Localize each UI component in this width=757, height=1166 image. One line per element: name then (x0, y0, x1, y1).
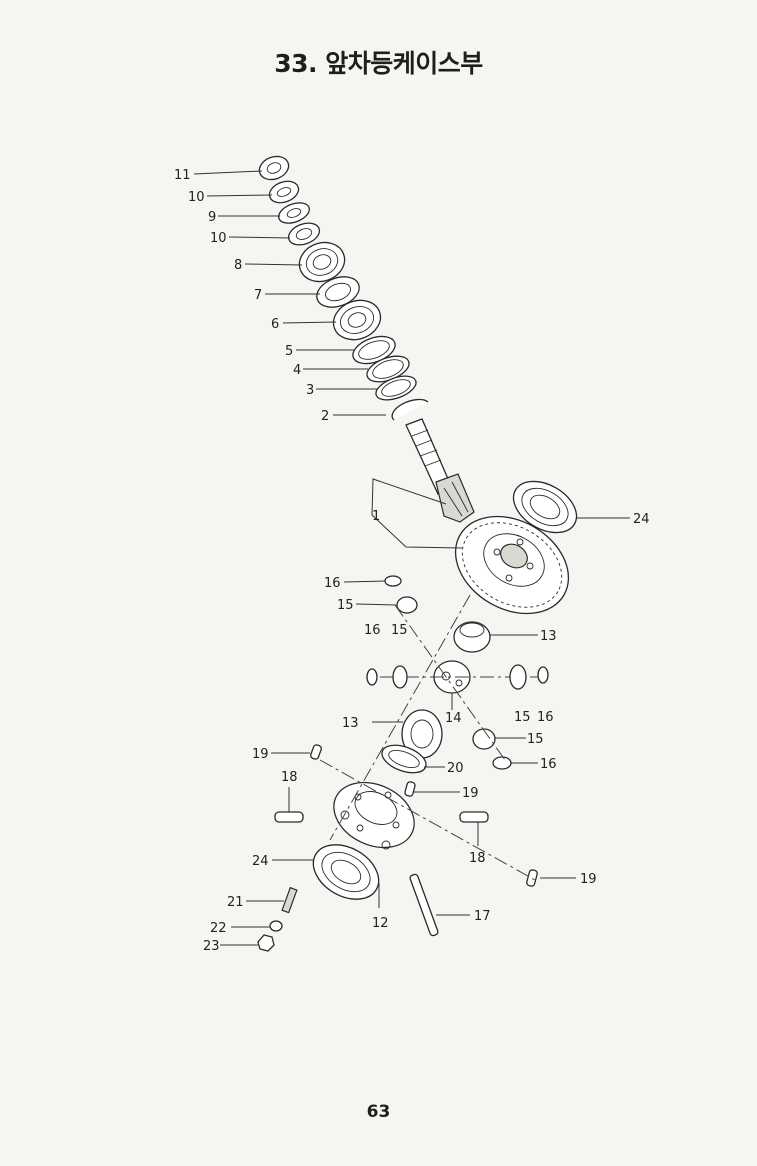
nut-23 (257, 934, 275, 952)
callout-22: 22 (210, 921, 227, 936)
callout-8: 8 (234, 258, 242, 273)
callout-6: 6 (271, 317, 279, 332)
callout-15: 15 (527, 732, 544, 747)
pin-19-lower (526, 869, 538, 887)
bearing-6 (332, 299, 382, 341)
callout-13: 13 (540, 629, 557, 644)
callout-17: 17 (474, 909, 491, 924)
callout-19: 19 (462, 786, 479, 801)
leader-lines (193, 170, 630, 946)
callout-14: 14 (445, 711, 462, 726)
callout-20: 20 (447, 761, 464, 776)
pin-18-right (459, 811, 489, 823)
page-title: 33. 앞차등케이스부 (274, 49, 483, 78)
callout-labels: 11 10 9 10 8 7 6 5 4 3 2 1 24 16 15 16 1… (174, 168, 650, 954)
pin-19-mid (404, 781, 416, 797)
callout-11: 11 (174, 168, 191, 183)
side-gear-13-upper (453, 621, 491, 653)
pin-18-left (274, 811, 304, 823)
washer-10a (268, 180, 300, 204)
page-number: 63 (366, 1102, 391, 1122)
callout-16: 16 (540, 757, 557, 772)
callout-18: 18 (281, 770, 298, 785)
collar-7 (316, 276, 360, 308)
long-pin-17 (409, 873, 439, 937)
callout-24: 24 (252, 854, 269, 869)
callout-21: 21 (227, 895, 244, 910)
bearing-24-lower (312, 844, 380, 900)
thrust-washer-16a (384, 575, 402, 587)
washer-22 (269, 920, 283, 932)
pinion-gear-15d (472, 728, 496, 750)
pin-19-upper (310, 744, 322, 760)
callout-12: 12 (372, 916, 389, 931)
callout-24: 24 (633, 512, 650, 527)
axis-line-b (319, 759, 536, 881)
snap-ring-2 (391, 398, 429, 421)
callout-18: 18 (469, 851, 486, 866)
callout-16: 16 (537, 710, 554, 725)
pinion-gear-15b (392, 665, 408, 689)
thrust-washer-20 (381, 744, 427, 774)
callout-5: 5 (285, 344, 293, 359)
thrust-washer-16c (537, 666, 549, 684)
axis-line-a (329, 594, 471, 841)
pinion-shaft-1 (405, 418, 475, 523)
nut-11 (258, 155, 290, 181)
callout-9: 9 (208, 210, 216, 225)
callout-16: 16 (324, 576, 341, 591)
ring-gear (454, 515, 570, 615)
callout-15: 15 (514, 710, 531, 725)
callout-4: 4 (293, 363, 301, 378)
callout-19: 19 (252, 747, 269, 762)
callout-1: 1 (372, 509, 380, 524)
pinion-gear-15a (396, 596, 418, 614)
washer-10b (287, 222, 321, 246)
callout-3: 3 (306, 383, 314, 398)
callout-16: 16 (364, 623, 381, 638)
bearing-8 (298, 241, 346, 283)
callout-10: 10 (210, 231, 227, 246)
callout-23: 23 (203, 939, 220, 954)
thrust-washer-16b (366, 668, 378, 686)
callout-13: 13 (342, 716, 359, 731)
shim-3 (375, 375, 417, 401)
thrust-washer-16d (492, 756, 512, 770)
callout-7: 7 (254, 288, 262, 303)
callout-19: 19 (580, 872, 597, 887)
lock-washer-9 (278, 202, 310, 224)
callout-2: 2 (321, 409, 329, 424)
callout-15: 15 (337, 598, 354, 613)
callout-10: 10 (188, 190, 205, 205)
axis-line-c (394, 604, 506, 761)
bearing-24-upper (512, 480, 578, 534)
pinion-gear-15c (509, 664, 527, 690)
callout-15: 15 (391, 623, 408, 638)
stud-21 (281, 886, 298, 914)
